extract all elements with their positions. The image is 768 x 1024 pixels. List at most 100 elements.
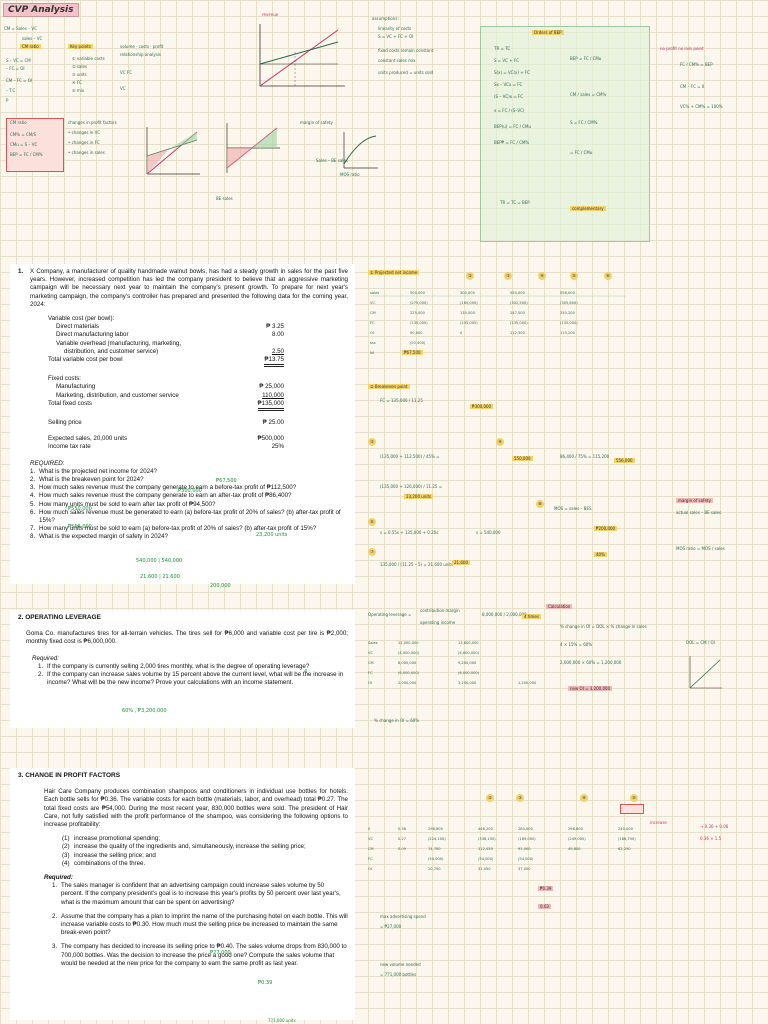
handwritten-note: 4 × 15% = 60% (560, 642, 593, 647)
problem-heading: 2. OPERATING LEVERAGE (18, 614, 101, 621)
circle-marker: ⑥ (604, 272, 612, 280)
svg-text:CM: CM (368, 661, 374, 665)
circle-marker: ③ (368, 438, 376, 446)
handwritten-note: % change in OI = DOL × % change in sales (560, 624, 647, 629)
question-item: 4.How much sales revenue must the compan… (30, 492, 292, 500)
svg-text:(302,500): (302,500) (510, 301, 528, 305)
highlight-tag: 21,600 (452, 560, 470, 565)
handwritten-note: 2,000,000 × 60% = 1,200,000 (560, 660, 622, 665)
handwritten-note: Operating leverage = (368, 612, 412, 617)
handwritten-note: assumptions: (372, 16, 399, 21)
circle-marker: ⑤ (570, 272, 578, 280)
handwritten-note: 135,000 / (11.25 – 5) = 21,600 units (380, 562, 454, 567)
handwritten-note: S = VC + FC + OI (378, 34, 414, 39)
answer-note: 60% , ₱3,200,000 (122, 708, 167, 714)
breakeven-graph (146, 127, 200, 175)
svg-text:0.36: 0.36 (398, 827, 407, 831)
handwritten-note: VC (120, 86, 126, 91)
svg-text:0: 0 (460, 331, 463, 335)
formula-box (480, 26, 650, 242)
handwritten-note: CM = Sales – VC (4, 26, 37, 31)
svg-text:(165,000): (165,000) (460, 301, 478, 305)
handwritten-note: CMu = S – VC (10, 142, 38, 147)
expected-sales-value: ₱500,000 (257, 435, 285, 443)
circle-marker: ③ (516, 794, 524, 802)
svg-text:(224,100): (224,100) (428, 837, 446, 841)
svg-text:(275,000): (275,000) (410, 301, 428, 305)
handwritten-note: VC FC (120, 70, 132, 75)
question-item: 3.How much sales revenue must the compan… (30, 484, 297, 492)
handwritten-note: increase (650, 820, 667, 825)
handwritten-note: units produced = units sold (378, 70, 434, 75)
svg-text:(305,800): (305,800) (560, 301, 578, 305)
highlight-tag: new OI = 3,200,000 (568, 686, 613, 691)
handwritten-note: – FC = OI (6, 66, 25, 71)
item-label: Marketing, distribution, and customer se… (56, 391, 179, 399)
question-item: 3.The company has decided to increase it… (52, 943, 347, 967)
svg-text:62,250: 62,250 (618, 847, 631, 851)
answer-note: ₱550,000 (68, 506, 92, 512)
handwritten-note: (135,000 + 112,500) / 45% = (380, 454, 440, 459)
highlight-tag: ₱300,000 (470, 404, 494, 409)
handwritten-note: new volume needed (380, 962, 421, 967)
svg-text:(135,000): (135,000) (410, 321, 428, 325)
svg-text:249,000: 249,000 (618, 827, 634, 831)
answer-note: 200,000 (210, 583, 231, 589)
item-label: Total fixed costs (48, 399, 93, 407)
answer-note: ₱0.39 (258, 980, 273, 986)
handwritten-note: max advertising spend (380, 914, 426, 919)
highlight-tag: Key points (68, 44, 93, 49)
handwritten-note: CM ratio (10, 120, 27, 125)
handwritten-note: 8,000,000 / 2,000,000 (482, 612, 527, 617)
svg-text:298,800: 298,800 (428, 827, 444, 831)
handwritten-note: ② sales (72, 64, 88, 69)
circle-marker: ② (486, 794, 494, 802)
handwritten-note: Sx – VCx = FC (494, 82, 523, 87)
option-item: (3)increase the selling price; and (62, 851, 156, 859)
handwritten-note: FC = 135,000 / 11.25 (380, 398, 423, 403)
question-item: 2.What is the breakeven point for 2024? (30, 476, 144, 484)
answer-note: ₱556,000 (68, 524, 92, 530)
handwritten-note: Sales – BE sales (316, 158, 348, 163)
svg-text:VC: VC (368, 651, 373, 655)
svg-text:FC: FC (368, 857, 373, 861)
handwritten-note: BE sales (216, 196, 233, 201)
item-label: Manufacturing (56, 383, 96, 391)
svg-text:90,000: 90,000 (410, 331, 423, 335)
handwritten-note: CM% = CM/S (10, 132, 37, 137)
svg-text:(54,000): (54,000) (478, 857, 494, 861)
svg-text:S: S (368, 827, 371, 831)
handwritten-note: actual sales – BE sales (676, 510, 722, 515)
handwritten-note: • changes in VC (68, 130, 101, 135)
item-label: Total variable cost per bowl (48, 356, 123, 364)
expected-sales-label: Expected sales, 20,000 units (48, 435, 128, 443)
handwritten-note: → 0.30 + 0.06 (700, 824, 729, 829)
problem-heading: 3. CHANGE IN PROFIT FACTORS (18, 772, 121, 779)
svg-text:448,200: 448,200 (478, 827, 494, 831)
svg-text:112,500: 112,500 (510, 331, 526, 335)
svg-text:250,200: 250,200 (560, 311, 576, 315)
handwritten-note: TR = TC (494, 46, 511, 51)
highlight-tag: Calculation (546, 604, 573, 609)
svg-text:sales: sales (370, 291, 379, 295)
svg-text:VC: VC (370, 301, 375, 305)
svg-text:(336,150): (336,150) (478, 837, 496, 841)
svg-text:FC: FC (368, 671, 373, 675)
svg-text:112,050: 112,050 (478, 847, 494, 851)
item-value: 8.00 (271, 331, 284, 339)
handwritten-note: changes in profit factors (68, 120, 117, 125)
handwritten-note: contribution margin (420, 608, 460, 613)
option-item: (1)increase promotional spending; (62, 835, 160, 843)
item-value: ₱13.75 (264, 356, 284, 368)
handwritten-note: MOS ratio = MOS / sales (676, 546, 725, 551)
highlight-tag: ₱67,500 (402, 350, 423, 355)
svg-text:(6,000,000): (6,000,000) (398, 671, 420, 675)
handwritten-note: • changes in FC (68, 140, 100, 145)
highlight-tag: ② Breakeven point (368, 384, 410, 389)
handwritten-note: s = 0.55s + 135,000 + 0.20s (380, 530, 439, 535)
question-item: 6.How much sales revenue must be generat… (30, 508, 341, 525)
svg-text:3,200,000: 3,200,000 (458, 681, 477, 685)
item-value: 2.50 (271, 347, 284, 355)
problem-1-card (10, 264, 355, 584)
